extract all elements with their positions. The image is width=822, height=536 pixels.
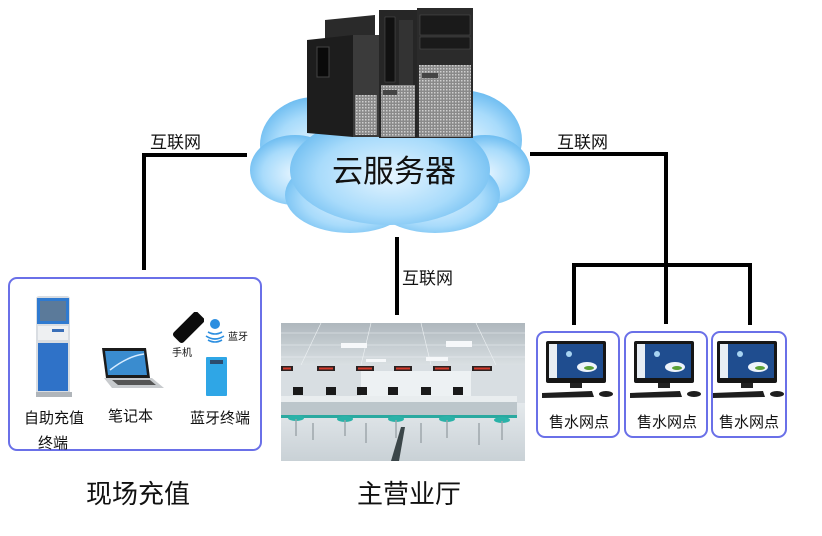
kiosk-label-line1: 自助充值	[24, 409, 85, 427]
phone-label: 手机	[172, 348, 192, 359]
water-point-box: 售水网点	[624, 331, 708, 438]
bluetooth-label: 蓝牙	[228, 332, 248, 343]
bluetooth-terminal-label: 蓝牙终端	[190, 409, 251, 427]
main-hall-caption: 主营业厅	[357, 480, 462, 510]
kiosk-icon	[36, 296, 72, 397]
link-label-center: 互联网	[402, 269, 453, 289]
phone-icon	[172, 312, 204, 344]
water-point-label: 售水网点	[637, 413, 698, 431]
laptop-label: 笔记本	[108, 407, 154, 425]
server-tower-icon	[307, 8, 473, 138]
laptop-icon	[102, 348, 164, 388]
bluetooth-signal-icon	[205, 319, 225, 343]
connector-line	[664, 152, 668, 324]
link-label-left: 互联网	[150, 133, 201, 153]
kiosk-label-line2: 终端	[38, 434, 69, 452]
connector-line	[572, 263, 576, 325]
water-point-box: 售水网点	[536, 331, 620, 438]
water-point-label: 售水网点	[719, 413, 780, 431]
connector-line	[572, 263, 752, 267]
connector-line	[395, 237, 399, 315]
server-label: 云服务器	[332, 154, 456, 190]
onsite-recharge-caption: 现场充值	[86, 480, 191, 510]
desktop-computer-icon	[542, 341, 613, 398]
connector-line	[748, 263, 752, 325]
bluetooth-terminal-icon	[206, 357, 227, 396]
water-point-label: 售水网点	[549, 413, 610, 431]
desktop-computer-icon	[630, 341, 701, 398]
desktop-computer-icon	[713, 341, 784, 398]
connector-line	[530, 152, 668, 156]
service-hall-photo	[281, 323, 525, 461]
connector-line	[142, 153, 247, 157]
connector-line	[142, 153, 146, 270]
link-label-right: 互联网	[557, 133, 608, 153]
water-point-box: 售水网点	[711, 331, 787, 438]
